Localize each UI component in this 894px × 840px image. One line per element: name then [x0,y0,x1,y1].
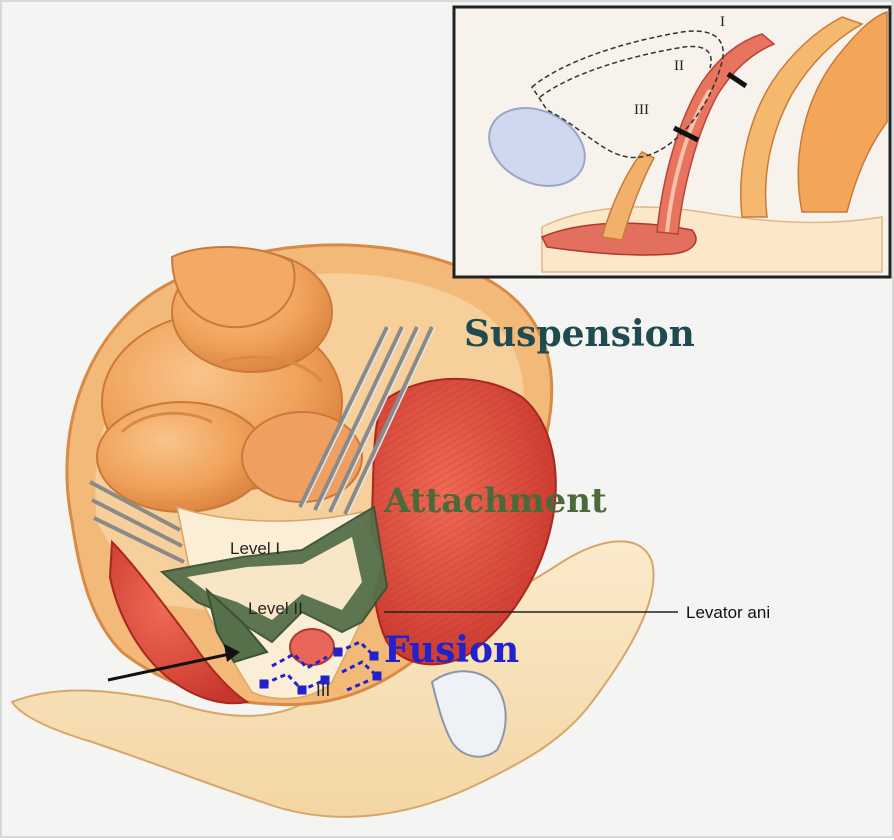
attachment-band-inner [187,537,362,620]
muscle-striation-right [371,378,556,665]
suspension-label: Suspension [464,313,695,355]
level-1-label: Level I [230,539,280,558]
bowel-mass [96,246,363,513]
inset-rectum [740,16,864,218]
suspension-ligament-highlights [302,326,436,515]
inset-level-bar-2 [672,125,700,143]
inset-level-3-label: III [634,102,649,118]
attachment-band-lower [205,587,269,664]
fusion-label: Fusion [384,629,519,671]
urethra [289,628,335,666]
suspension-ligaments [89,326,434,564]
inset-level-1-label: I [720,14,725,30]
pubic-bone [430,670,507,758]
inset-uterus-dashed [531,30,724,159]
inset-level-2-label: II [674,58,684,74]
inset-sacrum [797,10,888,213]
fusion-links [259,640,382,695]
level-2-label: Level II [248,599,303,618]
levator-ani-label: Levator ani [686,603,770,622]
pelvic-illustration: Level I Level II III Suspension Attachme… [10,243,770,818]
pointer-arrow [107,644,240,682]
inset-level-bar-1 [726,71,748,89]
levator-ani-muscle-left [108,539,250,705]
inset-pubic-bone [488,107,586,187]
inset-urethra [601,151,656,241]
level-3-label: III [316,681,330,700]
sagittal-inset: I II III [452,5,892,279]
attachment-label: Attachment [383,481,607,521]
